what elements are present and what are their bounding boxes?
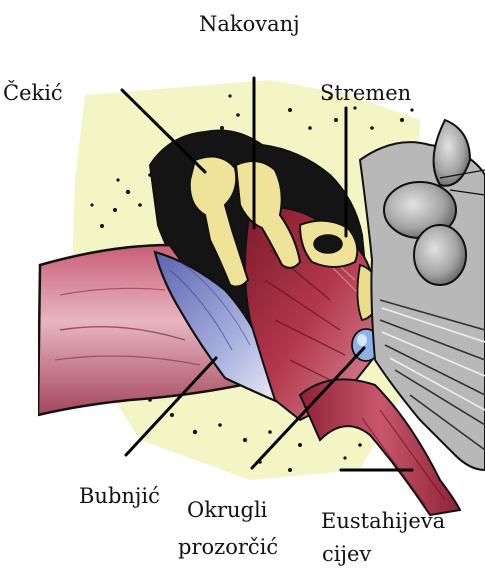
- label-okrugli-prozorcic-line2: prozorčić: [178, 537, 278, 558]
- label-okrugli-prozorcic-line1: Okrugli: [187, 500, 267, 521]
- label-eustahijeva-cijev-line1: Eustahijeva: [321, 511, 445, 532]
- label-nakovanj: Nakovanj: [199, 14, 300, 35]
- label-eustahijeva-cijev-line2: cijev: [322, 544, 371, 565]
- label-cekic: Čekić: [3, 83, 63, 104]
- label-stremen: Stremen: [320, 83, 411, 104]
- label-bubnjic: Bubnjić: [79, 486, 160, 507]
